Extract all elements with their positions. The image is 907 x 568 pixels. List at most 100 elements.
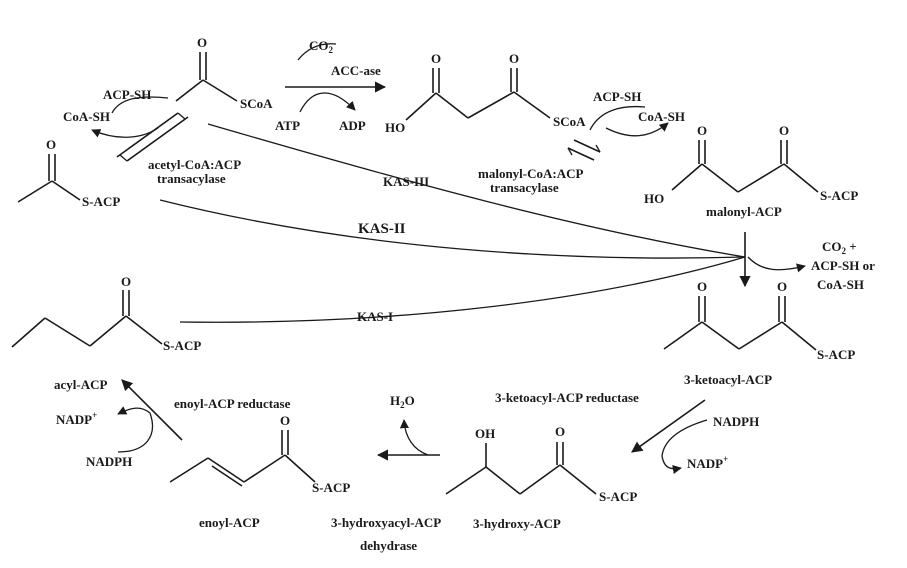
equilibrium-line	[573, 139, 601, 153]
bond	[405, 92, 437, 121]
oxygen-label: O	[777, 279, 787, 294]
hydroxy-acp-label: 3-hydroxy-ACP	[473, 516, 561, 531]
hydroxy-acp-structure: OH O S-ACP 3-hydroxy-ACP	[445, 424, 637, 531]
water-release-curve	[399, 419, 429, 456]
malonyl-acp-label: malonyl-ACP	[706, 204, 782, 219]
harpoon-tip	[567, 147, 573, 156]
bond	[737, 163, 785, 193]
ho-label: HO	[385, 120, 405, 135]
bond	[559, 464, 597, 495]
bond	[175, 79, 204, 102]
enoyl-acp-structure: O S-ACP enoyl-ACP 3-hydroxyacyl-ACP dehy…	[169, 413, 441, 553]
coa-sh-label: CoA-SH	[63, 109, 110, 124]
double-bond	[207, 457, 245, 483]
malonyl-transacylase-label-2: transacylase	[490, 180, 559, 195]
acetyl-coa-structure: O SCoA	[175, 35, 273, 111]
atp-label: ATP	[275, 118, 300, 133]
bond	[783, 163, 819, 193]
reduction-arrow	[121, 379, 183, 441]
co2-input-curve	[297, 43, 337, 61]
oxygen-label: O	[697, 279, 707, 294]
nadp-label: NADP+	[56, 410, 97, 427]
acp-sh-or-label: ACP-SH or	[811, 258, 875, 273]
oxygen-label: O	[431, 51, 441, 66]
bond	[125, 315, 163, 345]
acp-sh-curve	[589, 105, 646, 131]
bond	[467, 91, 515, 119]
bond	[89, 315, 127, 347]
oxygen-label: O	[197, 35, 207, 50]
bond	[445, 466, 487, 495]
equilibrium-line	[116, 112, 179, 158]
acc-ase-label: ACC-ase	[331, 63, 381, 78]
kas-i-curve	[179, 256, 746, 323]
s-acp-label: S-ACP	[817, 347, 855, 362]
ketoacyl-acp-structure: O O S-ACP 3-ketoacyl-ACP	[663, 279, 855, 387]
s-acp-label: S-ACP	[82, 194, 120, 209]
bond	[435, 92, 469, 119]
enoyl-acp-label: enoyl-ACP	[199, 515, 260, 530]
bond	[243, 454, 286, 483]
bond	[663, 321, 703, 350]
bond	[701, 163, 739, 193]
acp-sh-label: ACP-SH	[103, 87, 151, 102]
enoyl-reductase-step: acyl-ACP enoyl-ACP reductase NADP+ NADPH	[54, 377, 291, 469]
kas-i-label: KAS-I	[357, 309, 393, 324]
bond	[519, 464, 561, 495]
acetyl-transacylase-label-2: transacylase	[157, 171, 226, 186]
coa-sh-label: CoA-SH	[638, 109, 685, 124]
co2-label: CO2	[309, 38, 334, 55]
scoa-label: SCoA	[240, 96, 273, 111]
oxygen-label: O	[555, 424, 565, 439]
condensation-arrow: CO2 + ACP-SH or CoA-SH	[739, 232, 875, 292]
coa-sh-release-curve	[605, 122, 669, 137]
kas-ii-curve	[159, 199, 746, 259]
equilibrium-line	[126, 116, 189, 162]
enoyl-reductase-label: enoyl-ACP reductase	[174, 396, 291, 411]
acyl-acp-label: acyl-ACP	[54, 377, 107, 392]
nadph-label: NADPH	[713, 414, 759, 429]
atp-adp-curve	[299, 92, 356, 113]
bond	[17, 180, 53, 203]
acc-ase-reaction: CO2 ACC-ase ATP ADP	[275, 38, 387, 133]
kas-ii-label: KAS-II	[358, 221, 406, 237]
co2-release-curve	[747, 256, 806, 273]
nadph-curve	[117, 412, 154, 453]
bond	[51, 180, 81, 201]
kas-iii-label: KAS-III	[383, 174, 429, 189]
s-acp-label: S-ACP	[312, 480, 350, 495]
acetyl-acp-structure: O S-ACP	[17, 137, 120, 209]
bond	[738, 321, 783, 350]
malonyl-coa-structure: O O HO SCoA	[385, 51, 586, 135]
nadph-label: NADPH	[86, 454, 132, 469]
bond	[781, 321, 817, 351]
oxygen-label: O	[46, 137, 56, 152]
bond	[701, 321, 740, 350]
kas-iii-curve	[207, 123, 746, 258]
h2o-label: H2O	[390, 393, 415, 410]
nadp-label: NADP+	[687, 454, 728, 471]
nadph-curve	[661, 419, 708, 457]
oxygen-label: O	[121, 274, 131, 289]
bond	[202, 79, 238, 102]
equilibrium-line	[567, 147, 595, 161]
ketoacyl-acp-label: 3-ketoacyl-ACP	[684, 372, 772, 387]
s-acp-label: S-ACP	[599, 489, 637, 504]
ketoacyl-reductase-label: 3-ketoacyl-ACP reductase	[495, 390, 639, 405]
bond	[671, 163, 703, 191]
oxygen-label: O	[697, 123, 707, 138]
acetyl-transacylase-equilibrium: ACP-SH CoA-SH acetyl-CoA:ACP transacylas…	[63, 87, 241, 186]
s-acp-label: S-ACP	[163, 338, 201, 353]
co2-out-label: CO2 +	[822, 239, 857, 256]
harpoon-tip	[595, 144, 601, 153]
nadp-release-curve	[117, 406, 151, 415]
butyryl-acp-structure: O S-ACP	[11, 274, 201, 353]
kas-condensation-curves: KAS-III KAS-II KAS-I	[159, 123, 746, 324]
bond	[485, 466, 521, 495]
malonyl-transacylase-equilibrium: ACP-SH CoA-SH malonyl-CoA:ACP transacyla…	[478, 89, 685, 195]
ho-label: HO	[644, 191, 664, 206]
harpoon-tip	[119, 154, 128, 162]
scoa-label: SCoA	[553, 114, 586, 129]
bond	[11, 317, 46, 348]
bond	[284, 454, 316, 483]
